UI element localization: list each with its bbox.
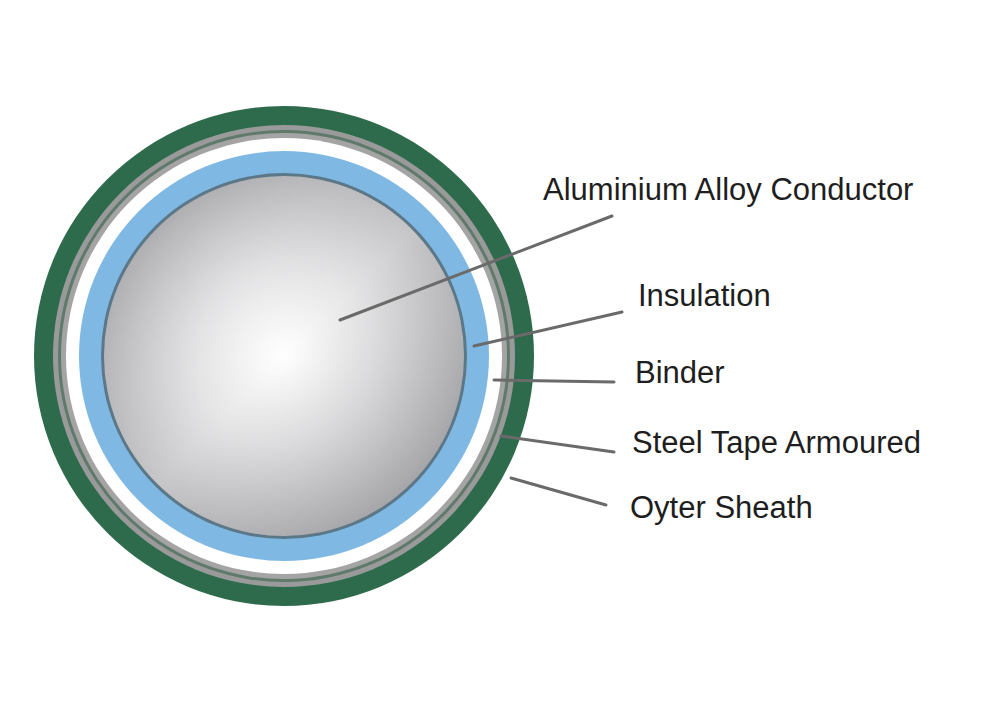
leader-line [501, 436, 614, 452]
conductor-edge [101, 173, 467, 539]
part-label: Oyter Sheath [630, 490, 813, 526]
leader-lines [340, 216, 622, 505]
leader-line [474, 312, 622, 346]
steel-tape-edge [58, 130, 510, 582]
conductor-sheen [104, 176, 464, 536]
steel-tape [53, 125, 515, 587]
part-label: Insulation [638, 278, 771, 314]
part-label: Binder [635, 355, 725, 391]
leader-line [511, 478, 606, 505]
outer-sheath [34, 106, 534, 606]
insulation [79, 151, 489, 561]
part-label: Aluminium Alloy Conductor [543, 172, 913, 208]
conductor [104, 176, 464, 536]
leader-line [494, 380, 614, 382]
binder [66, 138, 502, 574]
leader-line [340, 216, 612, 320]
steel-tape-inner [61, 133, 507, 579]
part-label: Steel Tape Armoured [632, 425, 921, 461]
